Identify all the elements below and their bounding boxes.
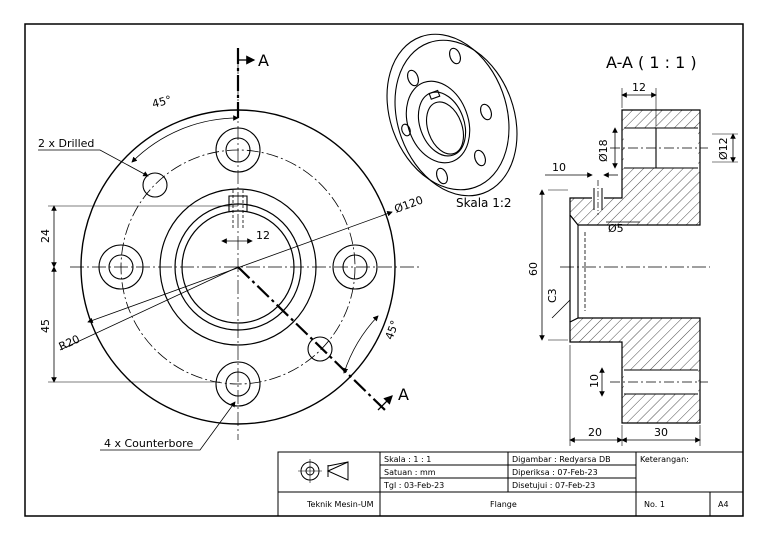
- dim-dia5-label: Ø5: [608, 222, 624, 235]
- radius-label: R20: [57, 332, 82, 353]
- dim-dia18-label: Ø18: [597, 139, 610, 162]
- section-marker-top: A: [258, 51, 269, 70]
- front-view: [38, 48, 420, 451]
- angle-45-bottom: 45°: [383, 319, 402, 342]
- number-cell: No. 1: [644, 500, 665, 509]
- dim-dia12-label: Ø12: [717, 137, 730, 160]
- dim-30-label: 30: [654, 426, 668, 439]
- projection-symbol: [298, 459, 349, 483]
- drilled-hole-2: [307, 336, 333, 362]
- title-block: [277, 451, 744, 517]
- dim-20-label: 20: [588, 426, 602, 439]
- dim-c3-label: C3: [546, 288, 559, 303]
- part-name-cell: Flange: [490, 500, 517, 509]
- front-view-labels: A A 45° 45° 2 x Drilled 4 x Counterbore …: [38, 51, 425, 450]
- dim-10-bottom-label: 10: [588, 374, 601, 388]
- dim-10-top-label: 10: [552, 161, 566, 174]
- dia-120-label: Ø120: [393, 193, 425, 215]
- digambar-cell: Digambar : Redyarsa DB: [512, 455, 611, 464]
- dim-12-top-label: 12: [632, 81, 646, 94]
- paper-size-cell: A4: [718, 500, 729, 509]
- section-title: A-A ( 1 : 1 ): [606, 53, 697, 72]
- section-view-labels: 12 Ø18 Ø12 10 Ø5 60 C3 10 20 30: [527, 81, 730, 439]
- institution-cell: Teknik Mesin-UM: [306, 500, 374, 509]
- dim-60-label: 60: [527, 262, 540, 276]
- counterbore-label: 4 x Counterbore: [104, 437, 193, 450]
- drilled-label: 2 x Drilled: [38, 137, 94, 150]
- dim-24-label: 24: [39, 229, 52, 243]
- satuan-cell: Satuan : mm: [384, 468, 436, 477]
- diperiksa-cell: Diperiksa : 07-Feb-23: [512, 468, 598, 477]
- iso-scale-label: Skala 1:2: [456, 196, 512, 210]
- keterangan-cell: Keterangan:: [640, 455, 689, 464]
- keyway-width-label: 12: [256, 229, 270, 242]
- section-marker-bottom: A: [398, 385, 409, 404]
- angle-45-top: 45°: [151, 93, 173, 111]
- isometric-view: [386, 33, 518, 197]
- drilled-hole-1: [142, 172, 168, 198]
- title-block-text: Skala : 1 : 1 Satuan : mm Tgl : 03-Feb-2…: [306, 455, 729, 509]
- dim-45-label: 45: [39, 319, 52, 333]
- section-view: [539, 88, 738, 446]
- skala-cell: Skala : 1 : 1: [384, 455, 431, 464]
- disetujui-cell: Disetujui : 07-Feb-23: [512, 481, 595, 490]
- tgl-cell: Tgl : 03-Feb-23: [383, 481, 444, 490]
